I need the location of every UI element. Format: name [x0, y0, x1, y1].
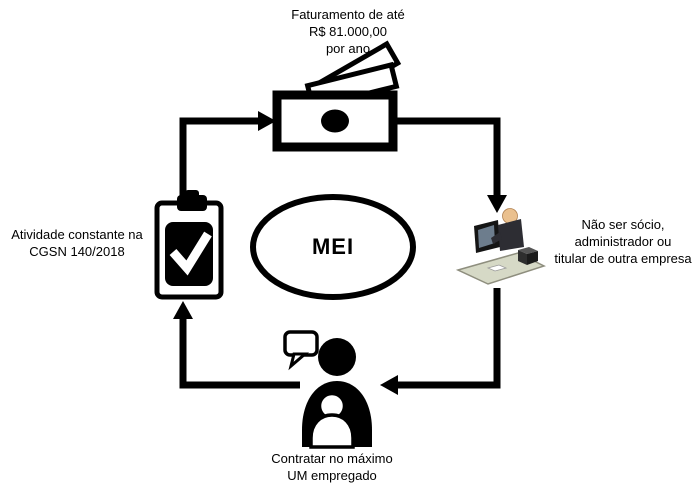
cycle-arrows [179, 117, 501, 389]
left-node-label: Atividade constante na CGSN 140/2018 [11, 227, 143, 259]
clipboard-check-icon [154, 190, 224, 300]
center-mei-label: MEI [311, 234, 355, 259]
arrow-bottom-to-left [179, 317, 300, 389]
arrowhead-up [173, 301, 193, 319]
arrow-top-to-right [390, 117, 501, 197]
top-node-label: Faturamento de até R$ 81.000,00 por ano [291, 7, 405, 56]
arrowhead-left [380, 375, 398, 395]
arrowhead-down [487, 195, 507, 213]
speech-bubble-icon [283, 330, 319, 371]
businessman-desk-icon [455, 208, 546, 285]
arrow-right-to-bottom [396, 288, 501, 389]
money-bills-icon [272, 40, 402, 152]
right-node-label: Não ser sócio, administrador ou titular … [554, 217, 692, 266]
arrowhead-right [258, 111, 276, 131]
mei-ellipse [250, 194, 416, 300]
bottom-node-label: Contratar no máximo UM empregado [271, 451, 393, 483]
arrow-left-to-top [179, 117, 260, 200]
employee-speech-icon [283, 330, 372, 449]
cycle-arrowheads [173, 111, 507, 395]
